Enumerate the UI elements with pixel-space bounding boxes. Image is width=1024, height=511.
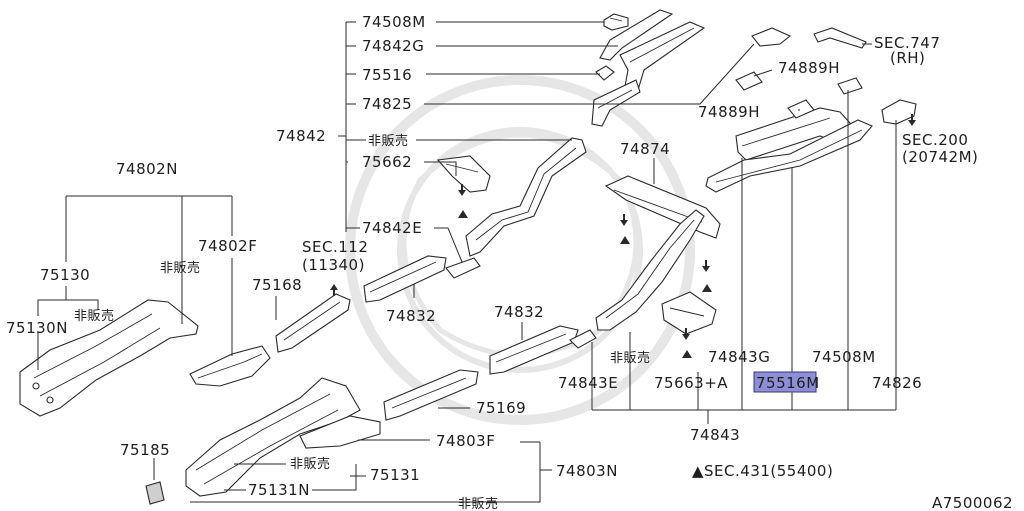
label-74802F[interactable]: 74802F [198,237,257,255]
part-74825-rail[interactable] [591,79,641,127]
label-74508M-right[interactable]: 74508M [812,348,876,366]
label-nfs-75130: 非販売 [74,308,115,324]
label-75516M[interactable]: 75516M [756,374,820,392]
label-sec747[interactable]: SEC.747 [874,34,940,52]
label-74832-a[interactable]: 74832 [386,307,436,325]
part-74843G-rail[interactable] [705,107,873,193]
label-74889H-b[interactable]: 74889H [698,103,760,121]
label-75169[interactable]: 75169 [476,399,526,417]
part-bracket-upper-right[interactable] [751,27,792,47]
label-75662[interactable]: 75662 [362,153,412,171]
part-sec747[interactable] [813,27,867,49]
part-74843-rail[interactable] [595,209,705,331]
label-75168[interactable]: 75168 [252,276,302,294]
label-nfs-left: 非販売 [160,260,201,276]
label-sec112-sub: (11340) [302,256,365,274]
label-75131[interactable]: 75131 [370,466,420,484]
label-nfs-74843: 非販売 [610,350,651,366]
arrow-markers [330,114,916,358]
part-74842G-rail[interactable] [595,9,706,93]
part-74843E[interactable] [569,329,597,349]
part-74802N-rail[interactable] [19,299,199,417]
label-74802N[interactable]: 74802N [116,160,178,178]
label-74842[interactable]: 74842 [276,127,326,145]
label-sec112[interactable]: SEC.112 [302,238,368,256]
part-75168[interactable] [275,293,351,353]
label-74843E[interactable]: 74843E [558,374,618,392]
label-74825[interactable]: 74825 [362,95,412,113]
watermark-seal [345,75,695,425]
label-74842E[interactable]: 74842E [362,219,422,237]
label-sec200[interactable]: SEC.200 [902,131,968,149]
label-nfs-75131: 非販売 [290,456,331,472]
part-74508M-right[interactable] [837,77,863,95]
part-75185-pad[interactable] [145,481,165,505]
part-74874-crossmember[interactable] [604,175,721,239]
part-74889H-clip-a[interactable] [735,71,763,91]
label-75185[interactable]: 75185 [120,441,170,459]
label-sec200-sub: (20742M) [902,148,978,166]
label-75130[interactable]: 75130 [40,266,90,284]
label-sec747-sub: (RH) [890,49,925,67]
label-75663A[interactable]: 75663+A [654,374,728,392]
part-74826[interactable] [881,99,917,125]
label-74832-b[interactable]: 74832 [494,303,544,321]
label-nfs-74842: 非販売 [368,133,409,149]
part-74832-upper[interactable] [363,255,447,303]
label-74843[interactable]: 74843 [690,426,740,444]
label-74874[interactable]: 74874 [620,140,670,158]
label-74843G[interactable]: 74843G [708,348,770,366]
figure-code: A7500062 [932,494,1013,511]
part-74842E[interactable] [445,257,481,279]
label-75516[interactable]: 75516 [362,66,412,84]
callout-labels: 74508M 74842G 75516 74825 74842 非販売 7566… [6,13,1013,511]
label-74803F[interactable]: 74803F [436,432,495,450]
label-74889H-a[interactable]: 74889H [778,59,840,77]
part-75662-bracket[interactable] [436,155,491,193]
part-74803N-rail[interactable] [185,377,381,497]
part-74889H-clip-b[interactable] [787,99,815,119]
label-75131N[interactable]: 75131N [248,481,310,499]
leader-lines [37,21,897,503]
label-74826[interactable]: 74826 [872,374,922,392]
part-74842-rail[interactable] [465,137,587,257]
part-74802F[interactable] [189,345,271,387]
label-74842G[interactable]: 74842G [362,37,424,55]
label-74803N[interactable]: 74803N [556,462,618,480]
part-75663A-bracket[interactable] [661,291,717,335]
label-nfs-bottom: 非販売 [458,496,499,511]
part-74508M-top[interactable] [603,13,629,31]
label-75130N[interactable]: 75130N [6,319,68,337]
label-74508M-top[interactable]: 74508M [362,13,426,31]
sec431-note: ▲SEC.431(55400) [692,462,833,480]
part-75169[interactable] [383,369,479,421]
highlight-75516M-box[interactable] [753,371,817,393]
